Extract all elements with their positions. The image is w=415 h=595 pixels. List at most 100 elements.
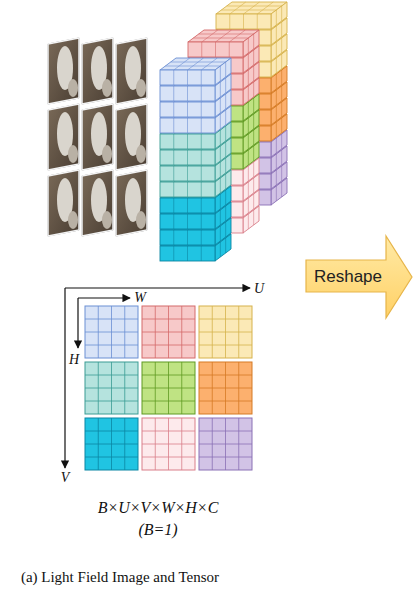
grid-line bbox=[199, 345, 252, 346]
view-image-subject bbox=[68, 211, 78, 229]
grid-line bbox=[142, 332, 195, 333]
cube-front bbox=[160, 134, 215, 149]
grid-line bbox=[85, 345, 138, 346]
grid-line bbox=[85, 457, 138, 458]
view-image-subject bbox=[102, 211, 112, 229]
cube-line bbox=[248, 134, 249, 149]
grid-line bbox=[85, 401, 138, 402]
cube-line bbox=[253, 66, 254, 81]
view-image bbox=[116, 104, 147, 170]
cube-line bbox=[225, 222, 226, 237]
cube-line bbox=[281, 6, 282, 21]
cube-line bbox=[173, 246, 174, 261]
cube-line bbox=[225, 238, 226, 253]
cube-line bbox=[187, 230, 188, 245]
cube-line bbox=[225, 174, 226, 189]
cube-line bbox=[276, 106, 277, 121]
cube-line bbox=[248, 198, 249, 213]
cube-line bbox=[173, 118, 174, 133]
cube-line bbox=[281, 102, 282, 117]
view-image bbox=[82, 38, 113, 104]
cube-line bbox=[253, 162, 254, 177]
cube-front bbox=[160, 166, 215, 181]
grid-line bbox=[181, 362, 182, 414]
grid-block bbox=[85, 418, 138, 470]
cube-line bbox=[229, 42, 230, 57]
cube-line bbox=[248, 182, 249, 197]
cube-line bbox=[187, 86, 188, 101]
figure-caption: (a) Light Field Image and Tensor bbox=[21, 569, 219, 586]
cube-line bbox=[201, 150, 202, 165]
cube-line bbox=[220, 130, 221, 145]
cube-line bbox=[276, 154, 277, 169]
cube-line bbox=[248, 102, 249, 117]
view-image-frame bbox=[116, 170, 147, 236]
cube-line bbox=[281, 38, 282, 53]
view-image-subject bbox=[68, 145, 78, 163]
cube-line bbox=[201, 118, 202, 133]
cube-line bbox=[225, 62, 226, 77]
cube-line bbox=[257, 14, 258, 29]
view-image bbox=[82, 170, 113, 236]
cube-line bbox=[220, 162, 221, 177]
tensor-shape-label: B×U×V×W×H×C bbox=[98, 499, 219, 517]
cube-line bbox=[187, 182, 188, 197]
view-image bbox=[48, 170, 79, 236]
grid-block bbox=[85, 306, 138, 358]
cube-line bbox=[281, 134, 282, 149]
cube-line bbox=[276, 138, 277, 153]
view-image-frame bbox=[48, 38, 79, 104]
grid-line bbox=[142, 345, 195, 346]
cube-line bbox=[225, 94, 226, 109]
view-image-subject bbox=[136, 79, 146, 97]
view-image-frame bbox=[82, 104, 113, 170]
cube-line bbox=[276, 170, 277, 185]
cube-line bbox=[220, 114, 221, 129]
cube-line bbox=[220, 210, 221, 225]
view-image bbox=[116, 170, 147, 236]
cube-line bbox=[201, 182, 202, 197]
cube-line bbox=[173, 70, 174, 85]
cube-line bbox=[276, 58, 277, 73]
grid-block bbox=[199, 362, 252, 414]
cube-line bbox=[281, 70, 282, 85]
grid-line bbox=[142, 457, 195, 458]
cube-front bbox=[160, 70, 215, 85]
grid-block bbox=[85, 362, 138, 414]
cube-line bbox=[276, 90, 277, 105]
view-image-frame bbox=[116, 38, 147, 104]
cube-line bbox=[201, 134, 202, 149]
cube-line bbox=[220, 66, 221, 81]
cube-line bbox=[187, 198, 188, 213]
grid-line bbox=[85, 388, 138, 389]
grid-line bbox=[238, 362, 239, 414]
grid-line bbox=[85, 332, 138, 333]
cube-line bbox=[173, 198, 174, 213]
cube-line bbox=[201, 86, 202, 101]
cube-line bbox=[173, 102, 174, 117]
cube-line bbox=[253, 50, 254, 65]
cube-front bbox=[160, 102, 215, 117]
node-label: Reshape bbox=[314, 267, 382, 287]
cube-front bbox=[160, 198, 215, 213]
cube-line bbox=[248, 118, 249, 133]
cube-line bbox=[220, 82, 221, 97]
cube-line bbox=[243, 14, 244, 29]
cube-line bbox=[248, 150, 249, 165]
grid-line bbox=[142, 401, 195, 402]
cube-line bbox=[248, 214, 249, 229]
cube-front bbox=[160, 86, 215, 101]
cube-line bbox=[220, 242, 221, 257]
cube-line bbox=[253, 194, 254, 209]
cube-line bbox=[253, 146, 254, 161]
cube-line bbox=[225, 110, 226, 125]
cube-line bbox=[281, 86, 282, 101]
cube-line bbox=[230, 2, 246, 14]
cube-line bbox=[276, 74, 277, 89]
cube-line bbox=[173, 214, 174, 229]
cube-line bbox=[215, 42, 216, 57]
view-image-subject bbox=[102, 79, 112, 97]
cube-line bbox=[281, 150, 282, 165]
grid-line bbox=[124, 418, 125, 470]
grid-line bbox=[238, 306, 239, 358]
